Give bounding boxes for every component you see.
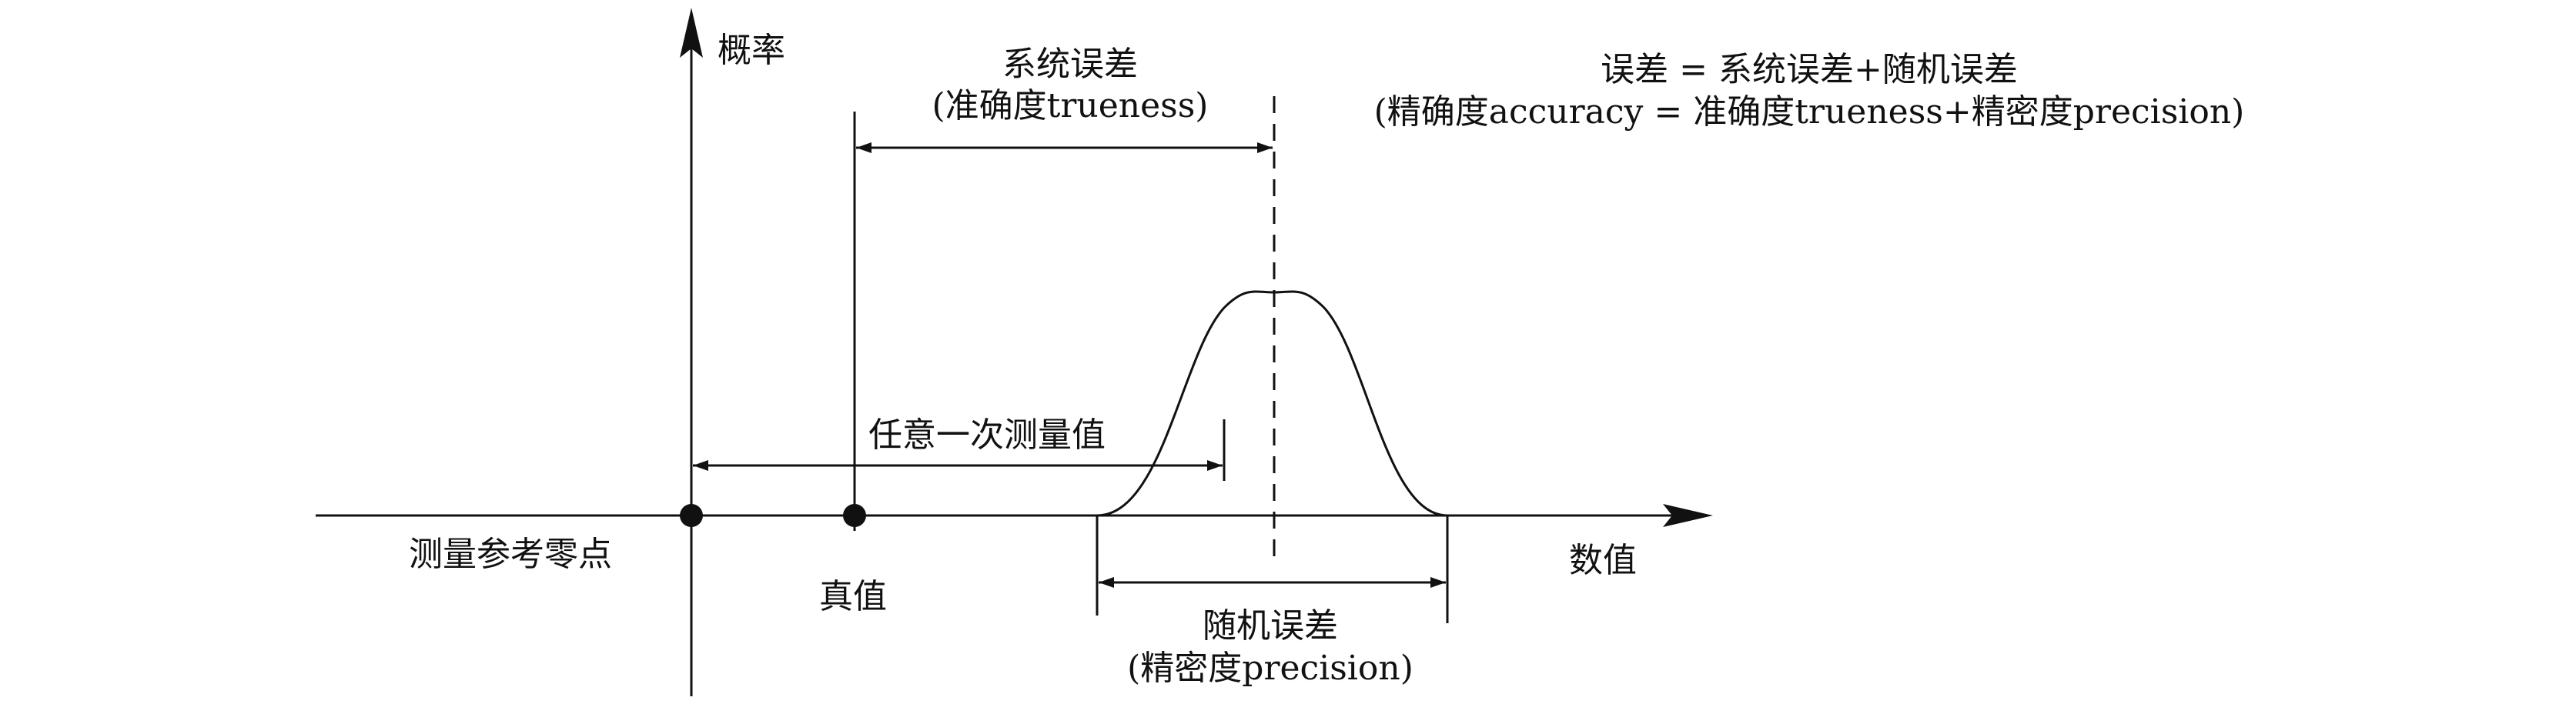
x-axis-label: 数值 xyxy=(1569,541,1637,580)
systematic-error-sublabel: (准确度trueness) xyxy=(932,86,1209,125)
true-value-label: 真值 xyxy=(819,577,887,616)
origin-label: 测量参考零点 xyxy=(409,535,612,574)
equation-line-2: (精确度accuracy = 准确度trueness+精密度precision) xyxy=(1374,92,2245,132)
y-axis-label: 概率 xyxy=(718,31,785,70)
single-measurement-label: 任意一次测量值 xyxy=(868,415,1106,455)
systematic-error-label: 系统误差 xyxy=(1002,45,1138,84)
random-error-sublabel: (精密度precision) xyxy=(1127,649,1413,688)
origin-point xyxy=(680,504,703,527)
distribution-curve xyxy=(1096,290,1448,517)
x-axis-arrowhead xyxy=(1663,504,1713,527)
random-error-label: 随机误差 xyxy=(1203,606,1338,646)
y-axis-arrowhead xyxy=(680,8,703,58)
equation-line-1: 误差 = 系统误差+随机误差 xyxy=(1601,50,2018,89)
